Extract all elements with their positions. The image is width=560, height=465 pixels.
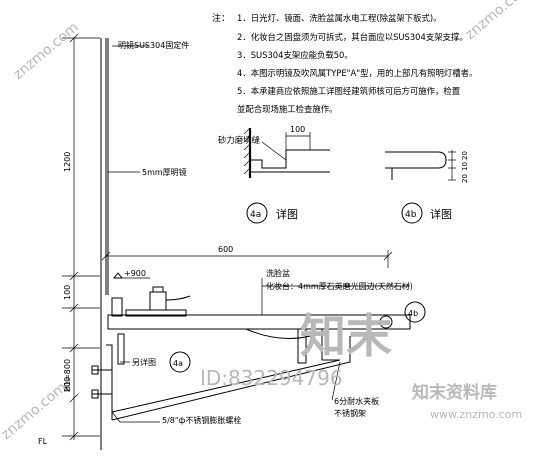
watermark-url: www.znzmo.com [430, 408, 522, 421]
vertical-dimensions: 1200 100 200 H1=800 FL [38, 33, 100, 446]
general-notes: 注： 1．日光灯、镜面、洗脸盆属水电工程(除盆架下板式)。 2．化妆台之固盘须为… [212, 12, 477, 114]
dim-200: 200 [63, 377, 72, 392]
side-bubble-text: 4b [408, 309, 418, 318]
detail-4a-dim: 100 [290, 125, 305, 134]
vanity-counter: 4b 洗脸盆 化妆台：4mm厚石英磨光圆边(天然石材) [107, 268, 426, 364]
watermark: 知末 ID:832294796 知末资料库 www.znzmo.com znzm… [0, 0, 534, 443]
dim-h1: H1=800 [63, 359, 72, 392]
watermark-id: ID:832294796 [200, 366, 343, 390]
horizontal-dimension: 600 +900 [101, 245, 393, 279]
detail-4a-bubble-text: 4a [250, 210, 261, 220]
detail-4b-caption: 详图 [430, 207, 452, 221]
note-4: 4．本图示明镜及吹风属TYPE"A"型，用的上部凡有照明灯槽者。 [237, 68, 477, 78]
detail-4b: 20 10 20 4b 详图 [385, 150, 469, 224]
counter-label: 化妆台：4mm厚石英磨光圆边(天然石材) [266, 281, 413, 291]
stainless-bracket: 另详图 4a 6分耐水夹板 不锈钢架 5/8"ф不锈钢膨胀螺栓 [91, 333, 379, 425]
see-detail-label: 另详图 [132, 357, 156, 367]
note-5: 5．本承建商应依照施工详图经建筑师核可后方可施作，检置 [237, 86, 460, 96]
see-detail-bubble-text: 4a [173, 359, 183, 368]
side-bubble [404, 301, 426, 323]
basin-label: 洗脸盆 [266, 268, 290, 278]
detail-4a: 100 砂力磨填缝 4a 详图 [218, 125, 330, 224]
detail-4a-caption: 详图 [276, 207, 298, 221]
level-mark: +900 [124, 269, 146, 278]
mirror-fixing-label: 明镜SUS304固定件 [118, 40, 189, 50]
watermark-site: 知末资料库 [411, 382, 497, 403]
watermark-diag-3: znzmo.com [0, 379, 70, 443]
detail-4b-dim-1: 20 [461, 151, 469, 160]
note-1: 1．日光灯、镜面、洗脸盆属水电工程(除盆架下板式)。 [237, 13, 442, 23]
detail-4b-bubble-text: 4b [405, 210, 417, 220]
note-6: 並配合现场施工检查施作。 [237, 104, 338, 114]
detail-4a-bubble [246, 202, 268, 224]
watermark-brand: 知末 [300, 309, 392, 363]
detail-4a-label: 砂力磨填缝 [218, 135, 260, 145]
detail-4b-bubble [401, 202, 423, 224]
detail-4b-dim-2: 10 [461, 162, 469, 171]
wall-section: 明镜SUS304固定件 5mm厚明镜 [100, 38, 189, 450]
wood-label: 6分耐水夹板 [334, 396, 379, 406]
floor-label: FL [38, 437, 48, 446]
frame-label: 不锈钢架 [334, 408, 366, 418]
dim-100: 100 [63, 285, 72, 300]
notes-label: 注： [212, 12, 230, 24]
note-3: 3．SUS304支架应能负载50。 [237, 50, 353, 60]
bolt-label: 5/8"ф不锈钢膨胀螺栓 [162, 415, 241, 425]
see-detail-bubble [169, 351, 191, 373]
watermark-diag-1: znzmo.com [10, 19, 81, 83]
watermark-diag-2: znzmo.com [462, 0, 533, 43]
note-2: 2．化妆台之固盘须为可拆式，其台面应以SUS304支架支撑。 [237, 32, 468, 42]
dim-600: 600 [218, 245, 233, 254]
dim-1200: 1200 [63, 152, 72, 172]
detail-4b-dim-3: 20 [461, 174, 469, 183]
mirror-thickness-label: 5mm厚明镜 [142, 167, 187, 177]
